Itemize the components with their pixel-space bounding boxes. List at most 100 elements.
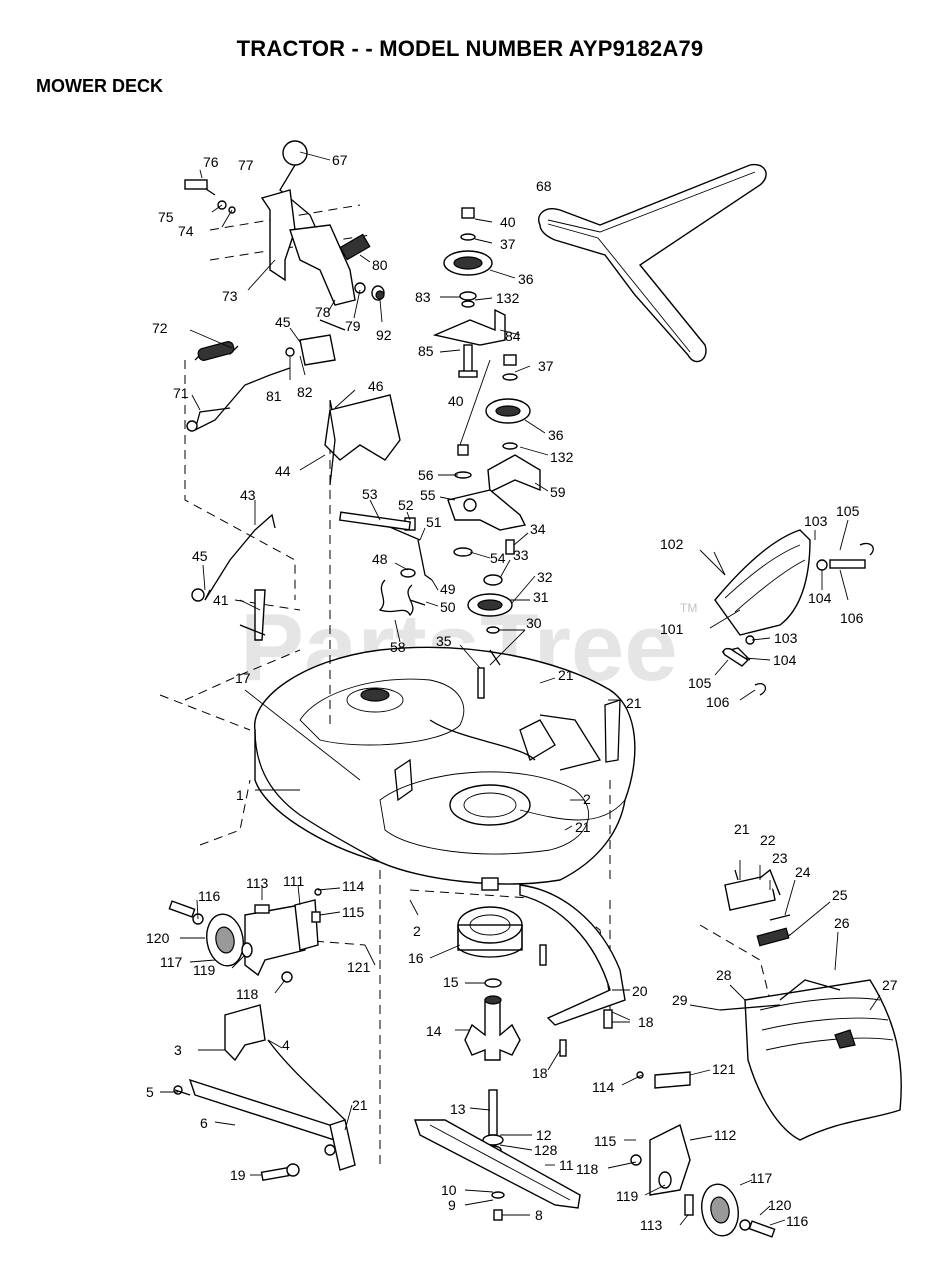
deck-stiffener-bracket [519,884,626,1057]
callout-104: 104 [808,590,832,606]
lift-rod [186,367,291,432]
callout-105: 105 [836,503,860,519]
callout-6: 6 [200,1115,208,1131]
callout-77: 77 [238,157,254,173]
callout-55: 55 [420,487,436,503]
part-callouts: 76 77 67 75 74 80 73 78 79 92 68 40 37 3… [146,152,898,1233]
callout-128: 128 [534,1142,558,1158]
callout-58: 58 [390,639,406,655]
callout-119: 119 [193,962,216,978]
callout-115b: 115 [594,1133,617,1149]
callout-119b: 119 [616,1188,639,1204]
callout-26: 26 [834,915,850,931]
callout-10: 10 [441,1182,457,1198]
callout-29: 29 [672,992,688,1008]
callout-30: 30 [526,615,542,631]
callout-35: 35 [436,633,452,649]
callout-56: 56 [418,467,434,483]
idler-pulley-stack-upper [432,207,506,378]
idler-pulley-stack-lower [454,354,541,494]
callout-132: 132 [496,290,520,306]
callout-2: 2 [583,791,591,807]
callout-113b: 113 [640,1217,663,1233]
blade-pulley-assembly [467,574,513,699]
callout-72: 72 [152,320,168,336]
callout-53: 53 [362,486,378,502]
front-lift-arm-assembly [173,1004,356,1182]
callout-75: 75 [158,209,174,225]
callout-102: 102 [660,536,684,552]
callout-19: 19 [230,1167,246,1183]
callout-82: 82 [297,384,313,400]
callout-32: 32 [537,569,553,585]
callout-34: 34 [530,521,546,537]
callout-103b: 103 [774,630,798,646]
callout-105b: 105 [688,675,712,691]
callout-76: 76 [203,154,219,170]
callout-118: 118 [236,986,259,1002]
callout-101: 101 [660,621,684,637]
callout-4: 4 [282,1037,290,1053]
callout-8: 8 [535,1207,543,1223]
callout-106b: 106 [706,694,730,710]
callout-45b: 45 [192,548,208,564]
callout-15: 15 [443,974,459,990]
idler-spring [378,579,426,617]
blade-spindle-assembly [457,906,523,1155]
drive-belt [538,163,767,363]
callout-103: 103 [804,513,828,529]
callout-21c: 21 [575,819,591,835]
callout-67: 67 [332,152,348,168]
callout-74: 74 [178,223,194,239]
callout-leader-lines [160,151,881,1226]
callout-25: 25 [832,887,848,903]
callout-54: 54 [490,550,506,566]
grass-deflector [719,979,902,1141]
right-deflector-bracket [724,868,791,947]
callout-104b: 104 [773,652,797,668]
gauge-wheel-left [168,900,253,967]
callout-27: 27 [882,977,898,993]
idler-arm-assembly [338,489,527,581]
callout-116b: 116 [786,1213,809,1229]
callout-37: 37 [500,236,516,252]
gauge-wheel-bracket-right [630,1071,694,1216]
callout-121b: 121 [712,1061,736,1077]
callout-18b: 18 [532,1065,548,1081]
callout-16: 16 [408,950,424,966]
callout-52: 52 [398,497,414,513]
lift-link-rod [191,513,276,641]
callout-117b: 117 [750,1170,773,1186]
watermark-trademark: TM [680,601,697,615]
alignment-dashed-lines [159,204,771,1170]
callout-21e: 21 [734,821,750,837]
callout-115: 115 [342,904,365,920]
callout-117: 117 [160,954,183,970]
callout-21: 21 [558,667,574,683]
callout-36: 36 [518,271,534,287]
callout-43: 43 [240,487,256,503]
deck-lift-lever-assembly [184,140,385,306]
deck-hanger-cover [324,394,401,486]
callout-79: 79 [345,318,361,334]
callout-106: 106 [840,610,864,626]
callout-81: 81 [266,388,282,404]
callout-111: 111 [283,873,304,889]
lift-spring-and-bracket [194,319,346,366]
callout-37b: 37 [538,358,554,374]
callout-3: 3 [174,1042,182,1058]
callout-12: 12 [536,1127,552,1143]
callout-49: 49 [440,581,456,597]
callout-36b: 36 [548,427,564,443]
callout-14: 14 [426,1023,442,1039]
gauge-wheel-bracket-left [244,888,322,983]
callout-118b: 118 [576,1161,599,1177]
callout-51: 51 [426,514,442,530]
callout-5: 5 [146,1084,154,1100]
callout-45: 45 [275,314,291,330]
callout-114: 114 [342,878,365,894]
callout-40b: 40 [448,393,464,409]
callout-28: 28 [716,967,732,983]
callout-41: 41 [213,592,229,608]
